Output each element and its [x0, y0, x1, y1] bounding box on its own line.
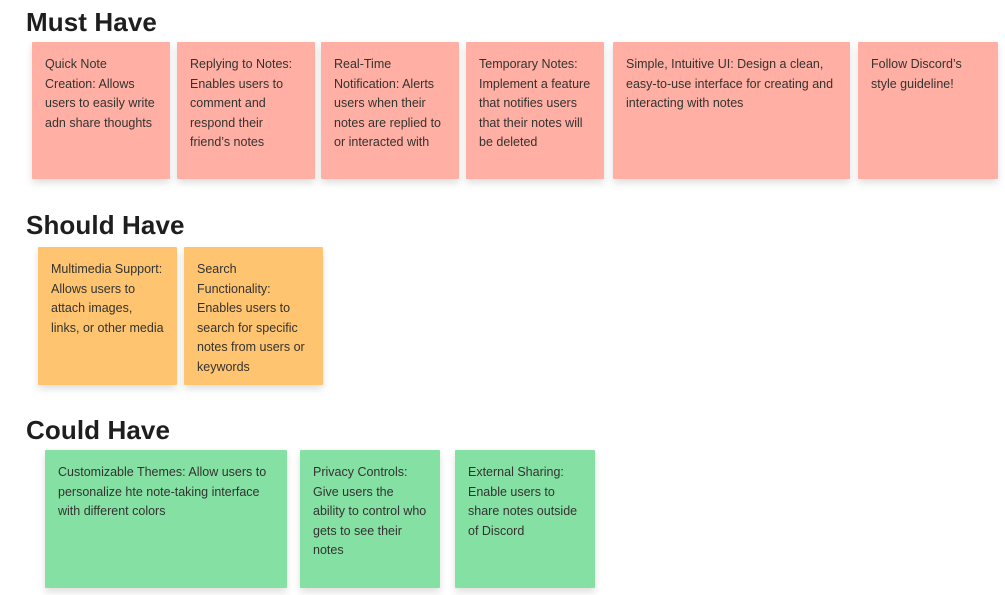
sticky-note[interactable]: Real-Time Notification: Alerts users whe…: [321, 42, 459, 179]
sticky-note[interactable]: Search Functionality: Enables users to s…: [184, 247, 323, 385]
sticky-note[interactable]: External Sharing: Enable users to share …: [455, 450, 595, 588]
sticky-note[interactable]: Simple, Intuitive UI: Design a clean, ea…: [613, 42, 850, 179]
sticky-note[interactable]: Multimedia Support: Allows users to atta…: [38, 247, 177, 385]
section-heading-should-have: Should Have: [26, 210, 185, 240]
sticky-note[interactable]: Follow Discord’s style guideline!: [858, 42, 998, 179]
sticky-note[interactable]: Temporary Notes: Implement a feature tha…: [466, 42, 604, 179]
sticky-note[interactable]: Quick Note Creation: Allows users to eas…: [32, 42, 170, 179]
section-heading-must-have: Must Have: [26, 7, 157, 37]
section-heading-could-have: Could Have: [26, 415, 171, 445]
sticky-note[interactable]: Privacy Controls: Give users the ability…: [300, 450, 440, 588]
sticky-note[interactable]: Customizable Themes: Allow users to pers…: [45, 450, 287, 588]
sticky-note[interactable]: Replying to Notes: Enables users to comm…: [177, 42, 315, 179]
